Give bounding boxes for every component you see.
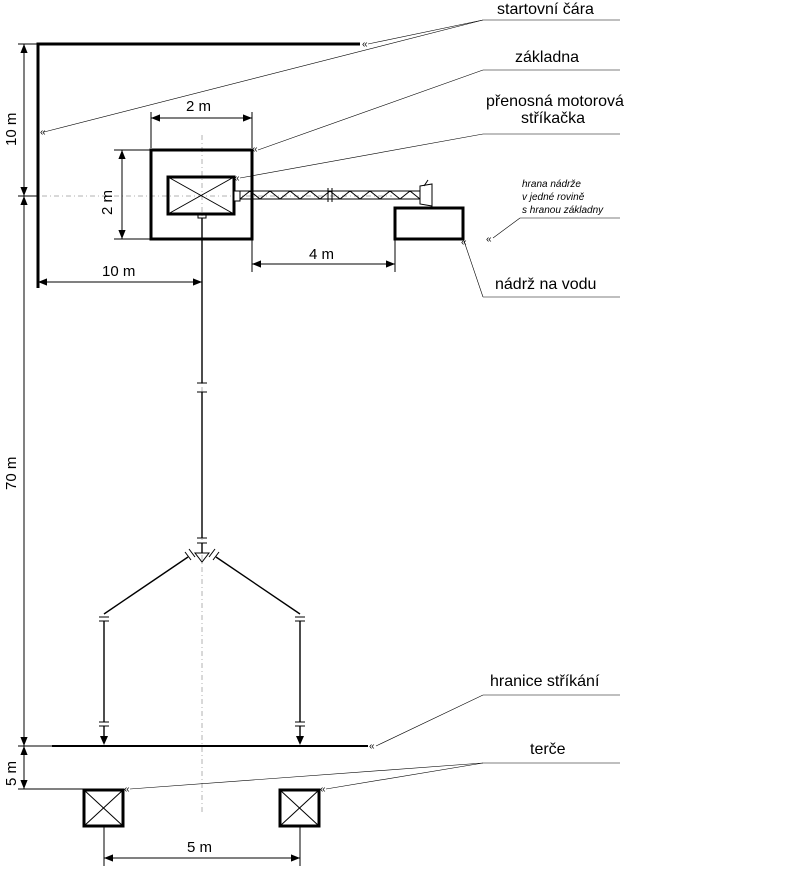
dim-target-offset (18, 746, 84, 790)
svg-text:«: « (124, 784, 130, 795)
dim-target-spacing (103, 826, 301, 866)
dim-main-distance (18, 196, 52, 747)
label-targets: terče (530, 741, 566, 758)
leader-base: « (252, 69, 620, 155)
leader-spray-boundary: « (369, 694, 620, 752)
dim-text-base-width: 2 m (186, 98, 211, 115)
distributor (193, 552, 211, 563)
dim-text-target-spacing: 5 m (187, 839, 212, 856)
svg-text:«: « (252, 144, 258, 155)
svg-text:«: « (40, 127, 46, 138)
label-tank-note-2: v jedné rovině (522, 192, 585, 203)
label-tank-note-1: hrana nádrže (522, 179, 581, 190)
attack-hose-right (208, 548, 305, 745)
target-right (278, 788, 321, 828)
leader-targets: « « (124, 762, 620, 795)
leader-pump: « (234, 133, 620, 184)
water-tank (393, 206, 465, 241)
svg-text:«: « (320, 784, 326, 795)
svg-text:«: « (486, 234, 492, 245)
dim-base-to-tank (251, 239, 396, 272)
leader-start-line: « « (40, 19, 620, 138)
svg-text:«: « (461, 237, 467, 248)
label-pump-2: stříkačka (521, 110, 585, 127)
label-base: základna (515, 49, 579, 66)
leader-water-tank: « (461, 237, 620, 298)
svg-text:«: « (369, 741, 375, 752)
dim-base-height (114, 149, 151, 240)
dim-base-width (150, 112, 253, 148)
leader-tank-note: « (486, 217, 620, 245)
label-spray-boundary: hranice stříkání (490, 673, 600, 690)
svg-text:«: « (362, 39, 368, 50)
main-hose (197, 218, 207, 553)
portable-pump (166, 175, 236, 219)
label-tank-note-3: s hranou základny (522, 205, 604, 216)
suction-hose (233, 179, 433, 207)
dim-text-base-to-tank: 4 m (309, 246, 334, 263)
dim-text-start-to-pump: 10 m (102, 263, 135, 280)
svg-text:«: « (234, 173, 240, 184)
label-water-tank: nádrž na vodu (495, 276, 596, 293)
dim-text-main-distance: 70 m (3, 457, 20, 490)
target-left (82, 788, 125, 828)
label-start-line: startovní čára (497, 1, 594, 18)
attack-hose-left (99, 548, 196, 745)
dim-text-base-height: 2 m (99, 190, 116, 215)
dim-start-offset (18, 43, 38, 197)
dim-text-start-offset: 10 m (3, 113, 20, 146)
dim-text-target-offset: 5 m (3, 761, 20, 786)
label-pump-1: přenosná motorová (486, 93, 624, 110)
